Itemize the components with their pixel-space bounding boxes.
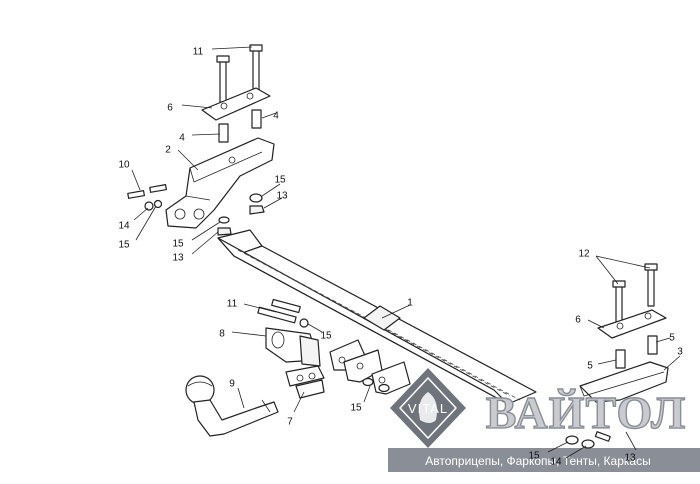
- callout-leader: [663, 355, 681, 371]
- part-3-right-bracket: [579, 361, 669, 403]
- part-6-right-plate: [597, 309, 667, 339]
- vital-logo-text: VITAL: [408, 401, 448, 416]
- callout-leader: [191, 221, 221, 241]
- part-8-hitch-mount: [265, 327, 321, 367]
- callout-leader: [655, 337, 671, 343]
- callout-label: 3: [677, 347, 683, 358]
- callout-label: 12: [578, 249, 590, 260]
- callout-label: 15: [350, 403, 362, 414]
- callout-leader: [547, 441, 569, 453]
- callout-label: 2: [165, 145, 171, 156]
- part-12-right-bolts: [612, 263, 658, 324]
- callout-label: 13: [624, 453, 636, 464]
- part-4-spacers: [218, 109, 262, 143]
- callout-label: 15: [118, 240, 130, 251]
- callout-leader: [595, 255, 651, 269]
- callout-label: 14: [118, 221, 130, 232]
- callout-leader: [181, 104, 213, 109]
- callout-leader: [587, 319, 605, 329]
- callout-leader: [263, 197, 283, 209]
- callout-label: 13: [172, 253, 184, 264]
- callout-label: 5: [587, 361, 593, 372]
- callout-leader: [177, 149, 199, 171]
- part-10-side-bolts: [127, 184, 167, 211]
- callout-leader: [597, 359, 617, 365]
- callout-leader: [261, 112, 277, 119]
- brand-wordmark: ВАЙТОЛ: [486, 387, 687, 438]
- callout-label: 14: [550, 457, 562, 468]
- brand-tagline: Автоприцепы, Фаркопы, Тенты, Каркасы: [425, 454, 650, 468]
- callout-label: 4: [273, 111, 279, 122]
- callout-leader: [625, 431, 637, 451]
- part-9-tow-ball: [185, 375, 279, 437]
- callout-leader: [307, 323, 323, 333]
- callout-leader: [191, 133, 221, 136]
- callout-leader: [133, 207, 149, 221]
- part-2-left-bracket: [165, 137, 275, 229]
- callout-label: 11: [193, 47, 204, 58]
- callout-label: 15: [320, 331, 332, 342]
- callout-leader: [135, 205, 157, 241]
- callout-label: 15: [528, 451, 540, 462]
- callout-leader: [381, 304, 411, 319]
- callout-leader: [595, 255, 619, 285]
- callout-label: 4: [179, 133, 185, 144]
- callout-leader: [565, 445, 587, 459]
- callout-leader: [191, 231, 219, 255]
- callout-label: 5: [669, 333, 675, 344]
- callout-leader: [243, 303, 277, 313]
- callout-label: 11: [227, 299, 238, 310]
- callout-label: 15: [274, 175, 286, 186]
- callout-leader: [363, 385, 371, 403]
- callout-label: 1: [407, 298, 413, 309]
- callout-label: 9: [229, 379, 235, 390]
- part-7-plates: [285, 339, 411, 399]
- callout-leader: [293, 391, 305, 413]
- callout-leader: [237, 387, 245, 409]
- callout-leader: [131, 169, 141, 191]
- part-15-nuts-middle: [362, 377, 390, 393]
- callout-leader: [211, 46, 253, 50]
- callout-leader: [261, 183, 281, 197]
- callout-label: 7: [287, 417, 293, 428]
- callout-label: 10: [118, 160, 130, 171]
- part-13-15-nuts-upper: [217, 193, 265, 236]
- callout-label: 6: [167, 103, 173, 114]
- callout-label: 8: [219, 329, 225, 340]
- watermark: VITAL ВАЙТОЛ Автоприцепы, Фаркопы, Тенты…: [388, 368, 700, 472]
- part-1-cross-beam: [217, 229, 537, 405]
- callout-label: 13: [276, 191, 288, 202]
- callout-leader: [231, 331, 267, 337]
- callout-label: 6: [575, 315, 581, 326]
- part-11-middle-bolts: [257, 298, 309, 328]
- part-11-top-bolts: [216, 44, 263, 103]
- part-5-spacers: [615, 335, 658, 369]
- watermark-banner: [388, 448, 700, 472]
- callout-label: 15: [172, 239, 184, 250]
- part-13-15-nuts-lower: [565, 431, 611, 449]
